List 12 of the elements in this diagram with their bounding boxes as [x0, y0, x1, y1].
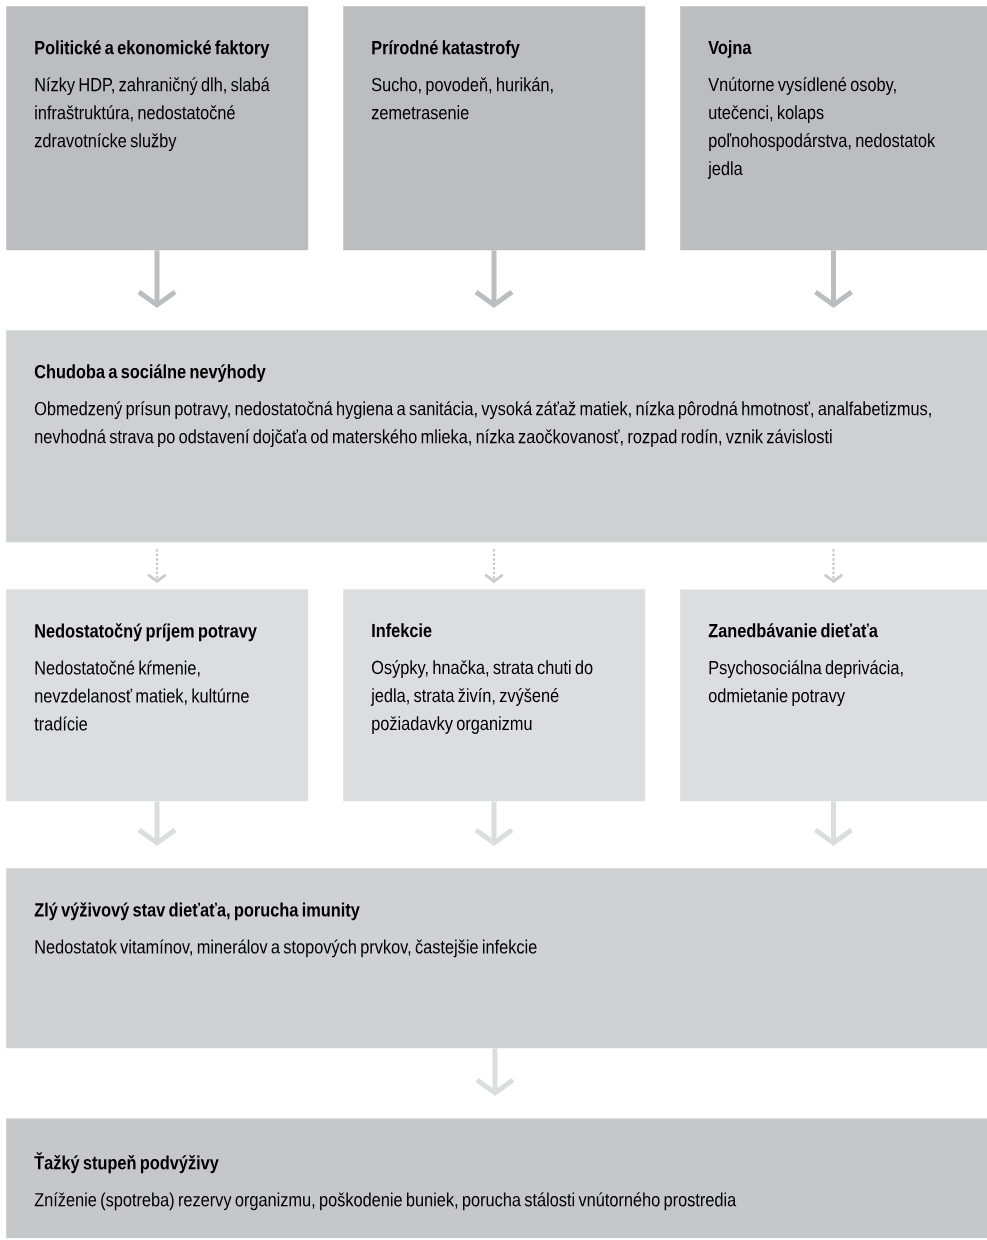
arrow [824, 549, 843, 583]
text-box: Nedostatočný príjem potravy Nedostatočné kŕmenie, nevzdelanosť matiek, kultúrne tradície [6, 589, 309, 802]
text-box: Zlý výživový stav dieťaťa, porucha imunity Nedostatok vitamínov, minerálov a stopových prvkov, častejšie infekcie [6, 868, 987, 1049]
text-box: Chudoba a sociálne nevýhody Obmedzený prísun potravy, nedostatočná hygiena a sanitácia, vysoká záťaž matiek, nízka pôrodná hmotnosť, analfabetizmus, nevhodná strava po odstavení dojčaťa od materského mlieka, nízka zaočkovanosť, rozpad rodín, vznik závislosti [6, 330, 987, 543]
text-box: Ťažký stupeň podvýživy Zníženie (spotreba) rezervy organizmu, poškodenie buniek, porucha stálosti vnútorného prostredia [6, 1118, 987, 1239]
text-box: Infekcie Osýpky, hnačka, strata chuti do jedla, strata živín, zvýšené požiadavky organizmu [343, 589, 646, 802]
text-box: Vojna Vnútorne vysídlené osoby, utečenci, kolaps poľnohospodárstva, nedostatok jedla [680, 6, 987, 251]
text-box: Zanedbávanie dieťaťa Psychosociálna deprivácia, odmietanie potravy [680, 589, 987, 802]
arrow [484, 549, 504, 583]
arrow [147, 549, 167, 583]
text-box: Politické a ekonomické faktory Nízky HDP, zahraničný dlh, slabá infraštruktúra, nedostatočné zdravotnícke služby [6, 6, 309, 251]
text-box: Prírodné katastrofy Sucho, povodeň, hurikán, zemetrasenie [343, 6, 646, 251]
